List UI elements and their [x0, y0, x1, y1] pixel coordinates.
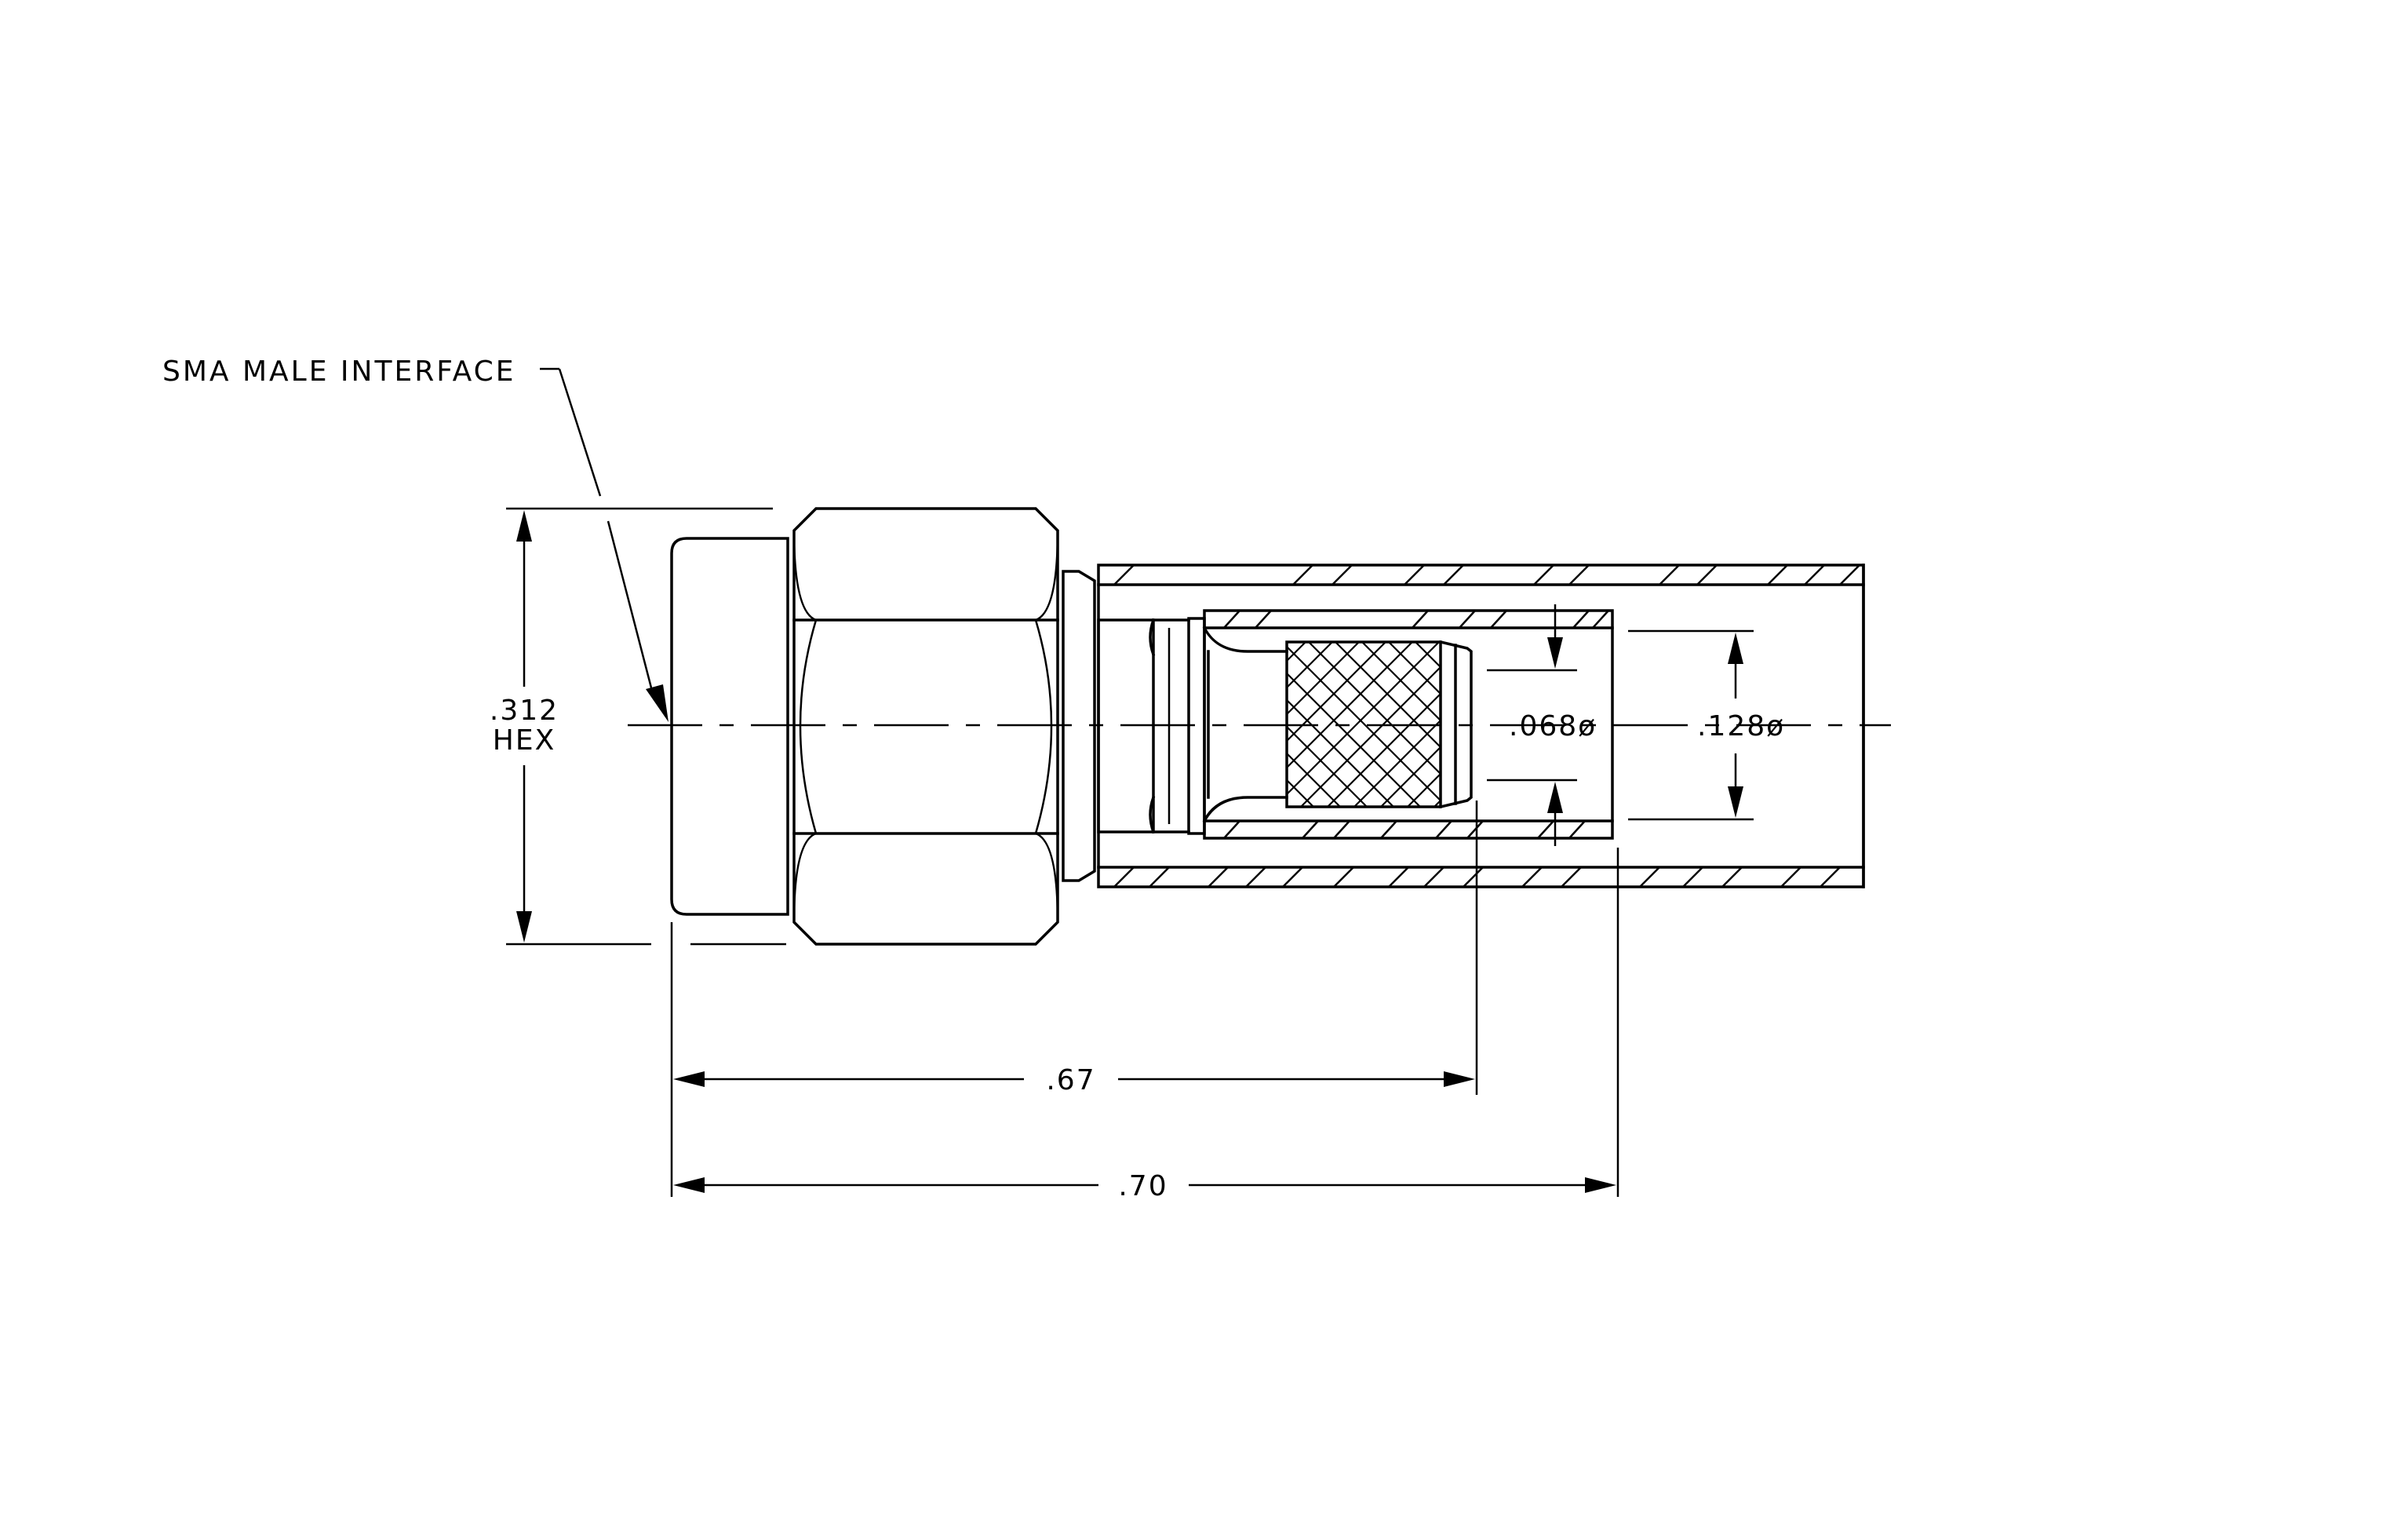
hex-dimension: [506, 507, 786, 946]
center-contact: [1202, 626, 1473, 823]
length-long-label: .70: [1118, 1170, 1168, 1202]
length-dimensions: [670, 801, 1619, 1197]
collar: [1062, 570, 1096, 882]
callout-leader: [540, 367, 668, 722]
hex-dimension-value: .312: [490, 695, 559, 727]
inner-diameter-label: .068ø: [1509, 710, 1597, 742]
length-short-label: .67: [1046, 1064, 1095, 1096]
hex-body: [792, 507, 1059, 946]
hex-dimension-unit: HEX: [493, 724, 556, 757]
inner-sleeve: [1203, 609, 1614, 840]
diameter-dimensions: [1487, 604, 1754, 846]
outer-diameter-label: .128ø: [1697, 710, 1785, 742]
callout-label: SMA MALE INTERFACE: [162, 356, 516, 388]
coupling-nut: [670, 537, 789, 916]
outer-sleeve: [1097, 564, 1865, 888]
